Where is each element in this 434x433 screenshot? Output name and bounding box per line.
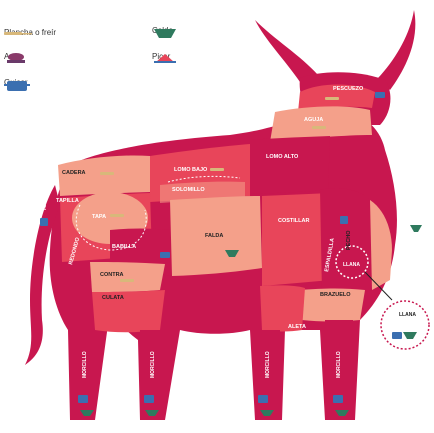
frying-pan-icon — [210, 168, 224, 171]
label-aleta: ALETA — [288, 324, 306, 330]
legend-item-caldo: Caldo — [152, 26, 173, 35]
stew-pot-icon — [4, 78, 34, 92]
frying-pan-icon — [120, 279, 134, 282]
lomo-alto-region — [250, 136, 330, 194]
mincer-icon — [152, 52, 178, 64]
label-aguja: AGUJA — [304, 117, 323, 123]
legend-item-picar: Picar — [152, 52, 170, 61]
label-contra: CONTRA — [100, 272, 124, 278]
frying-pan-icon — [4, 28, 34, 38]
label-falda: FALDA — [205, 233, 223, 239]
label-rabo: RABO — [42, 193, 48, 210]
label-morcillo-4: MORCILLO — [336, 351, 342, 378]
frying-pan-icon — [325, 97, 339, 100]
label-morcillo-3: MORCILLO — [265, 351, 271, 378]
label-costillar: COSTILLAR — [278, 218, 309, 224]
label-lomo-alto: LOMO ALTO — [266, 154, 299, 160]
frying-pan-icon — [110, 214, 124, 217]
stew-pot-icon — [392, 332, 402, 339]
stew-pot-icon — [375, 92, 385, 98]
label-solomillo: SOLOMILLO — [172, 187, 205, 193]
label-llana-zoom: LLANA — [399, 312, 416, 318]
right-horn — [378, 10, 415, 90]
legend-item-plancha: Plancha o freír — [4, 28, 56, 37]
label-pecho: PECHO — [346, 230, 352, 250]
stew-pot-icon — [160, 252, 170, 258]
stew-pot-icon — [144, 395, 154, 403]
stew-pot-icon — [340, 216, 348, 224]
legend-item-guisar: Guisar — [4, 78, 28, 87]
label-brazuelo: BRAZUELO — [320, 292, 351, 298]
label-pescuezo: PESCUEZO — [333, 86, 364, 92]
label-culata: CULATA — [102, 295, 124, 301]
label-morcillo-2: MORCILLO — [150, 351, 156, 378]
costillar-region — [262, 193, 330, 286]
label-tapa: TAPA — [92, 214, 106, 220]
legend-item-asar: Asar — [4, 52, 20, 61]
frying-pan-icon — [100, 172, 114, 175]
stew-pot-icon — [258, 395, 268, 403]
frying-pan-icon — [312, 126, 326, 129]
label-cadera: CADERA — [62, 170, 86, 176]
label-lomo-bajo: LOMO BAJO — [174, 167, 208, 173]
cooking-method-legend: Plancha o freír Asar Guisar Caldo Picar — [0, 0, 260, 100]
stew-pot-icon — [333, 395, 343, 403]
label-babilla: BABILLA — [112, 244, 136, 250]
stew-pot-icon — [78, 395, 88, 403]
label-tapilla: TAPILLA — [56, 198, 79, 204]
broth-bowl-icon — [410, 225, 422, 232]
label-llana: LLANA — [343, 262, 360, 268]
stew-pot-icon — [40, 218, 48, 226]
roasting-tray-icon — [4, 52, 34, 64]
llana-zoom-circle — [381, 301, 429, 349]
left-horn — [255, 20, 318, 82]
broth-bowl-icon — [152, 26, 178, 40]
label-morcillo-1: MORCILLO — [82, 351, 88, 378]
